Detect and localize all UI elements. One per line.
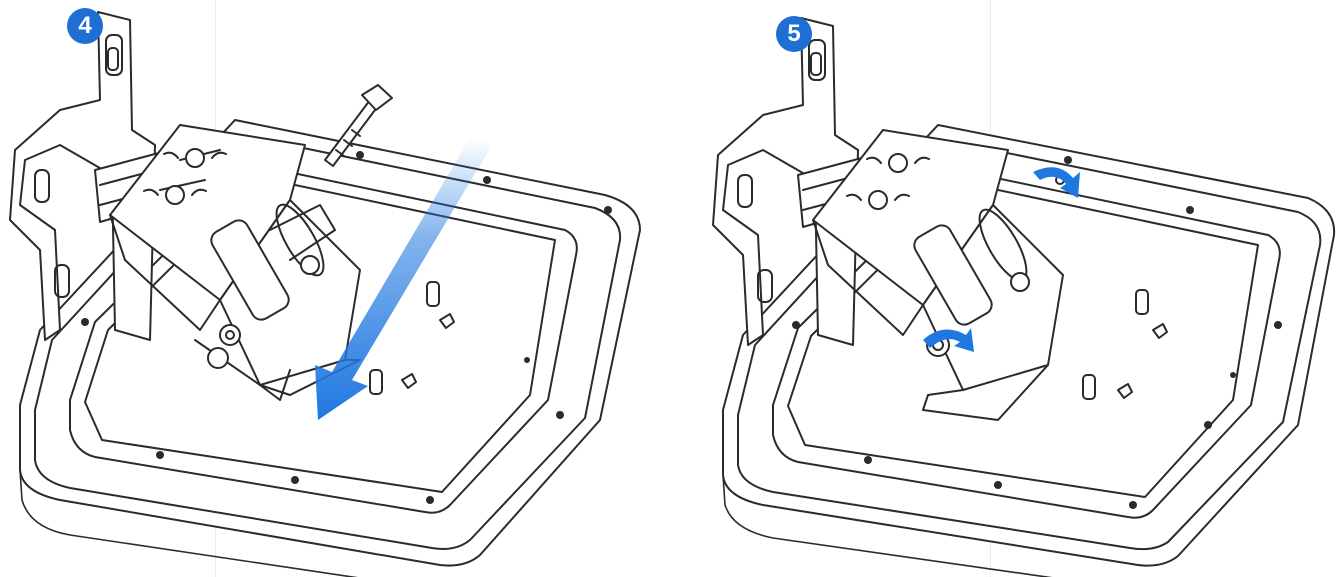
step-5-illustration bbox=[712, 17, 1336, 577]
mounting-bolt bbox=[324, 84, 393, 167]
step-4-illustration bbox=[9, 11, 641, 577]
step-number: 4 bbox=[78, 12, 92, 39]
step-number-badge: 5 bbox=[776, 16, 812, 52]
rim-screws bbox=[792, 156, 1282, 509]
step-5-panel: 5 bbox=[668, 0, 1336, 577]
mount-clamp-block bbox=[109, 124, 361, 401]
feed-standoffs bbox=[369, 281, 455, 395]
step-number: 5 bbox=[787, 20, 801, 47]
rotate-tighten-arrow-icon bbox=[923, 167, 1080, 352]
feed-standoffs bbox=[1082, 289, 1168, 400]
slide-down-arrow-icon bbox=[315, 138, 492, 420]
step-4-panel: 4 bbox=[9, 8, 641, 577]
rim-screws bbox=[81, 151, 612, 504]
step-number-badge: 4 bbox=[67, 8, 103, 44]
